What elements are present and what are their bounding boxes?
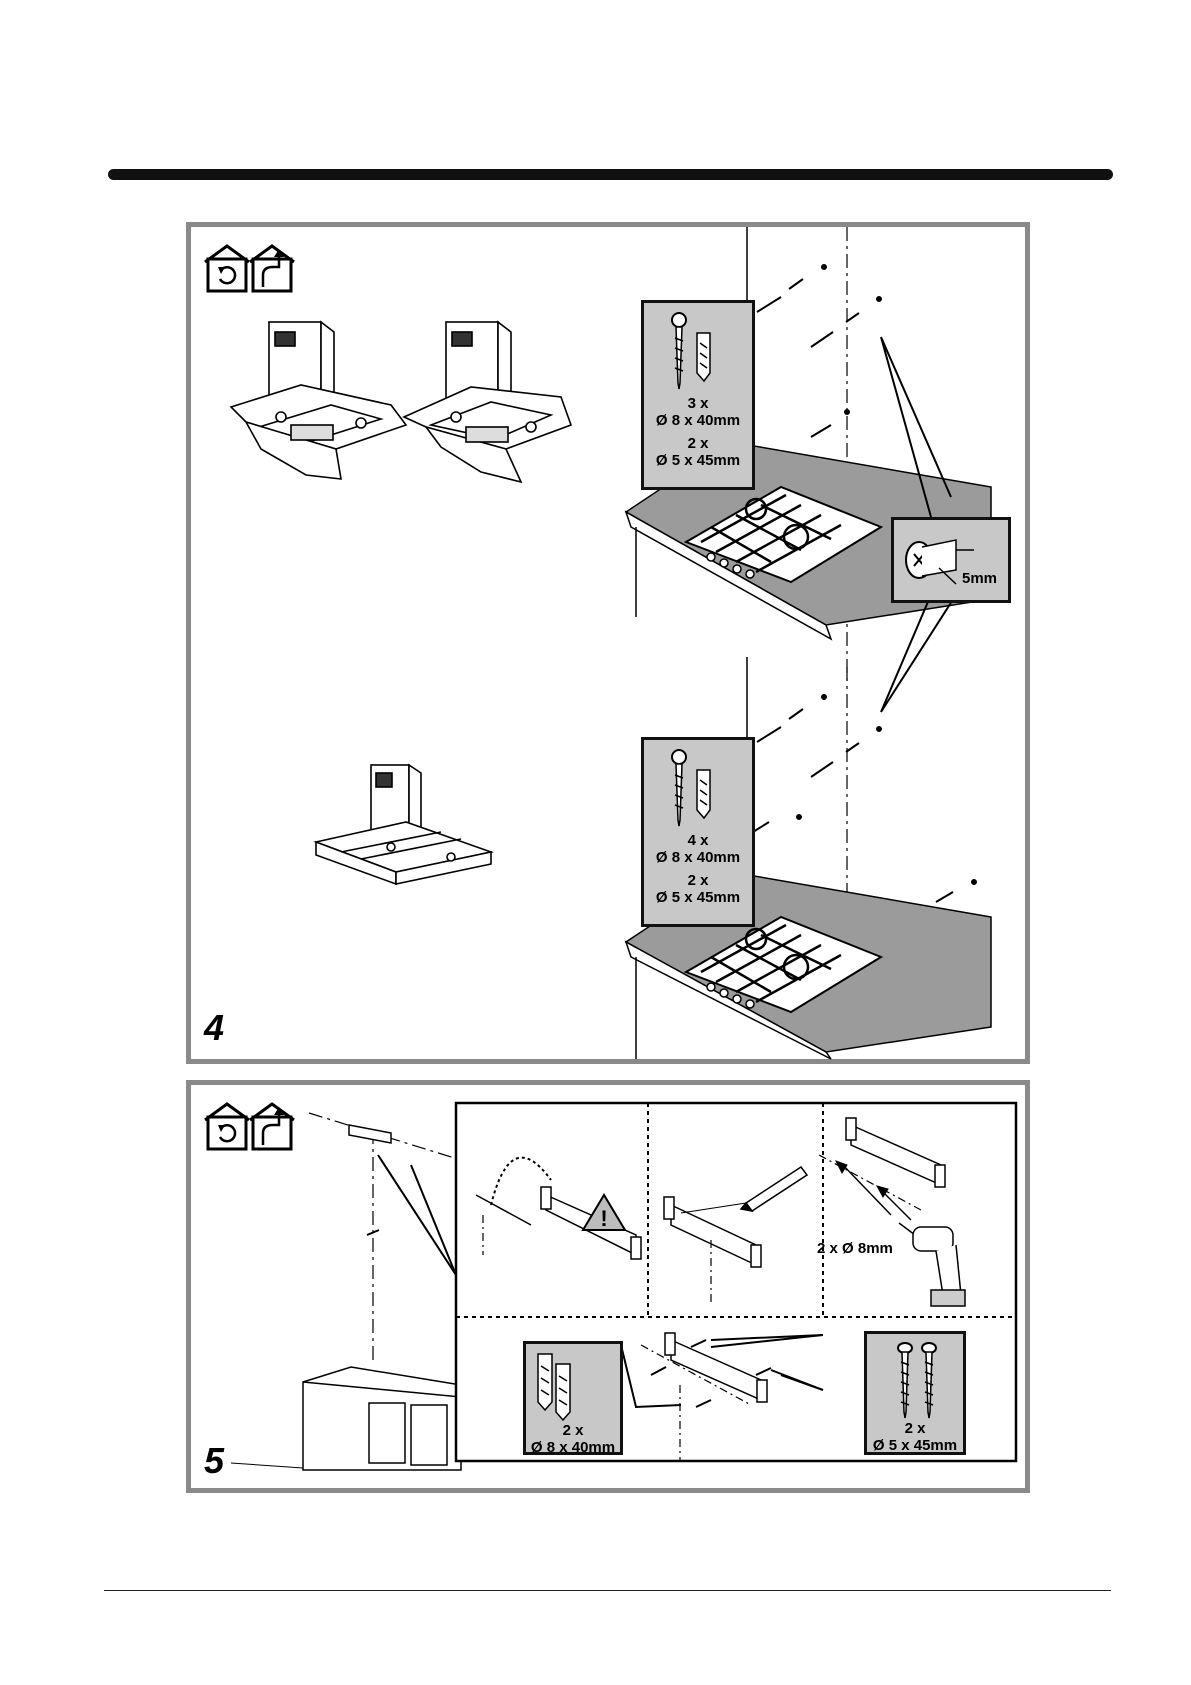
hood-illustration-1: [231, 322, 406, 479]
recirculation-mode-icon: [205, 246, 249, 291]
footer-rule: [104, 1590, 1111, 1591]
warning-symbol: !: [600, 1206, 607, 1231]
extraction-mode-icon: [250, 1104, 294, 1149]
bracket-screws-callout: 2 x Ø 5 x 45mm: [864, 1331, 966, 1455]
lower-screw-qty: 2 x: [644, 872, 752, 889]
upper-plug-qty: 3 x: [644, 395, 752, 412]
wall-bracket-overview: [231, 1113, 461, 1470]
screw-icon: [672, 750, 686, 826]
screws-size: Ø 5 x 45mm: [867, 1437, 963, 1454]
step-4-drawing: [191, 227, 1025, 1059]
header-rule: [108, 169, 1113, 180]
screw-icon: [672, 313, 686, 389]
lower-fixings-callout: 4 x Ø 8 x 40mm 2 x Ø 5 x 45mm: [641, 737, 755, 927]
upper-screw-size: Ø 5 x 45mm: [644, 452, 752, 469]
bracket-plugs-callout: 2 x Ø 8 x 40mm: [523, 1341, 623, 1455]
upper-screw-set: [757, 265, 881, 437]
hood-illustration-2: [404, 322, 571, 482]
wall-plug-icon: [697, 770, 710, 818]
hood-illustration-3: [316, 765, 491, 884]
lower-plug-qty: 4 x: [644, 832, 752, 849]
plug-depth-detail-callout: 5mm: [891, 517, 1011, 603]
detail-depth-label: 5mm: [962, 570, 997, 587]
lower-plug-size: Ø 8 x 40mm: [644, 849, 752, 866]
step-4-panel: 3 x Ø 8 x 40mm 2 x Ø 5 x 45mm 5mm: [186, 222, 1030, 1064]
plugs-qty: 2 x: [526, 1422, 620, 1439]
wall-plug-icon: [697, 333, 710, 381]
step-number-5: 5: [204, 1440, 224, 1482]
drill-size-label: 2 x Ø 8mm: [817, 1240, 893, 1257]
recirculation-mode-icon: [205, 1104, 249, 1149]
step-5-panel: !: [186, 1080, 1030, 1493]
lower-screw-set: [753, 695, 976, 902]
plugs-size: Ø 8 x 40mm: [526, 1439, 620, 1456]
screw-icon: [898, 1343, 936, 1418]
step-number-4: 4: [204, 1007, 224, 1049]
upper-screw-qty: 2 x: [644, 435, 752, 452]
lower-screw-size: Ø 5 x 45mm: [644, 889, 752, 906]
upper-fixings-callout: 3 x Ø 8 x 40mm 2 x Ø 5 x 45mm: [641, 300, 755, 490]
extraction-mode-icon: [250, 246, 294, 291]
wall-plug-icon: [538, 1354, 570, 1420]
upper-plug-size: Ø 8 x 40mm: [644, 412, 752, 429]
screws-qty: 2 x: [867, 1420, 963, 1437]
